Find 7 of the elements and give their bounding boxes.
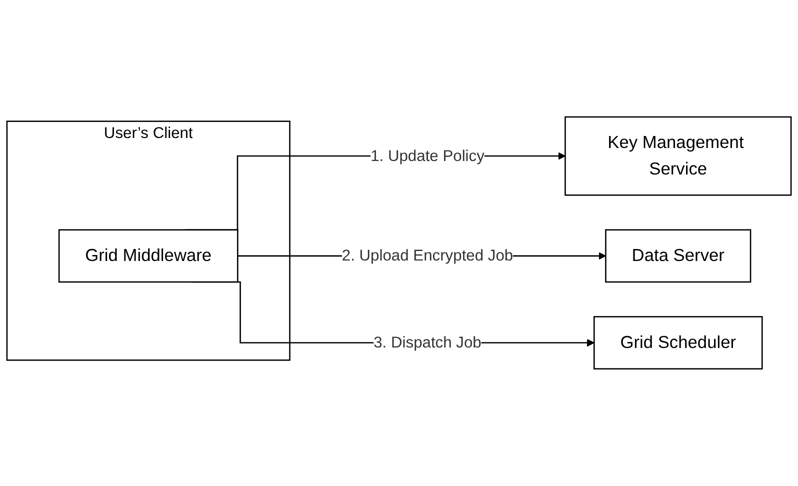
edge-label: 3. Dispatch Job — [374, 334, 482, 352]
node-box: Grid Middleware — [58, 229, 238, 283]
edge-label: 1. Update Policy — [370, 147, 484, 164]
node-box: Grid Scheduler — [593, 316, 763, 370]
edge-label: 2. Upload Encrypted Job — [342, 246, 514, 264]
node-box: Key Management Service — [564, 116, 792, 196]
node-box: Data Server — [605, 229, 752, 283]
